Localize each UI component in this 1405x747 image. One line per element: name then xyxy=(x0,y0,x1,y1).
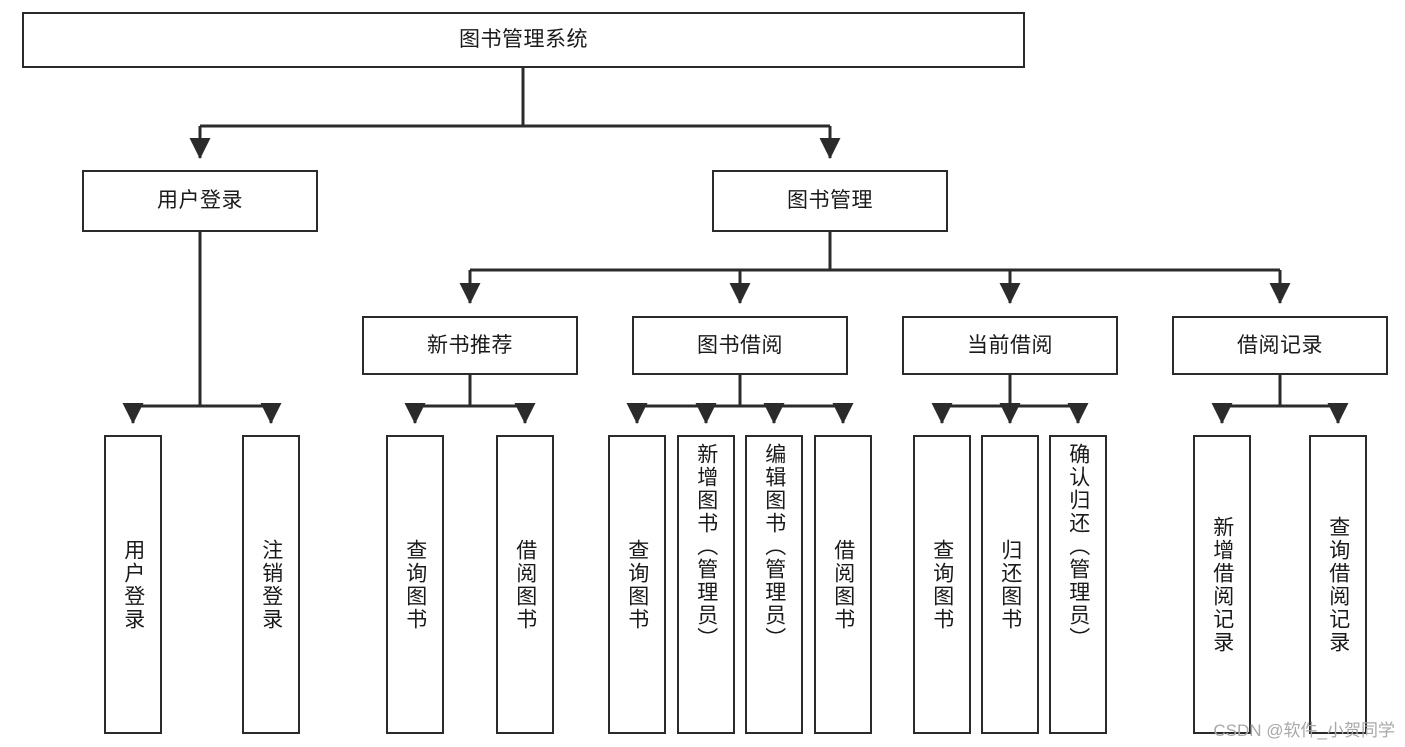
node-label: 查询图书 xyxy=(403,538,427,631)
node-label: 用户登录 xyxy=(157,189,243,213)
node-book-borrow[interactable]: 图书借阅 xyxy=(632,316,848,375)
node-root-book-management-system[interactable]: 图书管理系统 xyxy=(22,12,1025,68)
node-label: 当前借阅 xyxy=(967,333,1053,357)
leaf-book-borrow-add-book-admin[interactable]: 新增图书（管理员） xyxy=(677,435,735,734)
leaf-new-book-borrow-book[interactable]: 借阅图书 xyxy=(496,435,554,734)
node-label: 新增图书（管理员） xyxy=(694,443,718,650)
node-label: 借阅图书 xyxy=(831,538,855,631)
leaf-current-borrow-query-book[interactable]: 查询图书 xyxy=(913,435,971,734)
leaf-user-login-logout[interactable]: 注销登录 xyxy=(242,435,300,734)
leaf-book-borrow-query-book[interactable]: 查询图书 xyxy=(608,435,666,734)
leaf-current-borrow-return-book[interactable]: 归还图书 xyxy=(981,435,1039,734)
leaf-borrow-record-query-record[interactable]: 查询借阅记录 xyxy=(1309,435,1367,734)
node-label: 借阅记录 xyxy=(1237,333,1323,357)
node-label: 查询图书 xyxy=(625,538,649,631)
watermark-text: CSDN @软件_小贺同学 xyxy=(1213,721,1395,740)
node-label: 新增借阅记录 xyxy=(1210,515,1234,654)
node-borrow-record[interactable]: 借阅记录 xyxy=(1172,316,1388,375)
node-label: 图书管理系统 xyxy=(459,28,588,52)
leaf-book-borrow-borrow-book[interactable]: 借阅图书 xyxy=(814,435,872,734)
node-label: 确认归还（管理员） xyxy=(1066,443,1090,650)
node-label: 借阅图书 xyxy=(513,538,537,631)
node-user-login[interactable]: 用户登录 xyxy=(82,170,318,232)
node-label: 查询图书 xyxy=(930,538,954,631)
node-book-management[interactable]: 图书管理 xyxy=(712,170,948,232)
node-new-book-recommend[interactable]: 新书推荐 xyxy=(362,316,578,375)
leaf-current-borrow-confirm-return-admin[interactable]: 确认归还（管理员） xyxy=(1049,435,1107,734)
node-label: 查询借阅记录 xyxy=(1326,515,1350,654)
leaf-user-login-login[interactable]: 用户登录 xyxy=(104,435,162,734)
node-label: 用户登录 xyxy=(121,538,145,631)
node-label: 新书推荐 xyxy=(427,333,513,357)
leaf-new-book-query-book[interactable]: 查询图书 xyxy=(386,435,444,734)
node-label: 归还图书 xyxy=(998,538,1022,631)
node-label: 注销登录 xyxy=(259,538,283,631)
node-label: 图书管理 xyxy=(787,189,873,213)
leaf-book-borrow-edit-book-admin[interactable]: 编辑图书（管理员） xyxy=(745,435,803,734)
node-current-borrow[interactable]: 当前借阅 xyxy=(902,316,1118,375)
node-label: 图书借阅 xyxy=(697,333,783,357)
node-label: 编辑图书（管理员） xyxy=(762,443,786,650)
leaf-borrow-record-add-record[interactable]: 新增借阅记录 xyxy=(1193,435,1251,734)
